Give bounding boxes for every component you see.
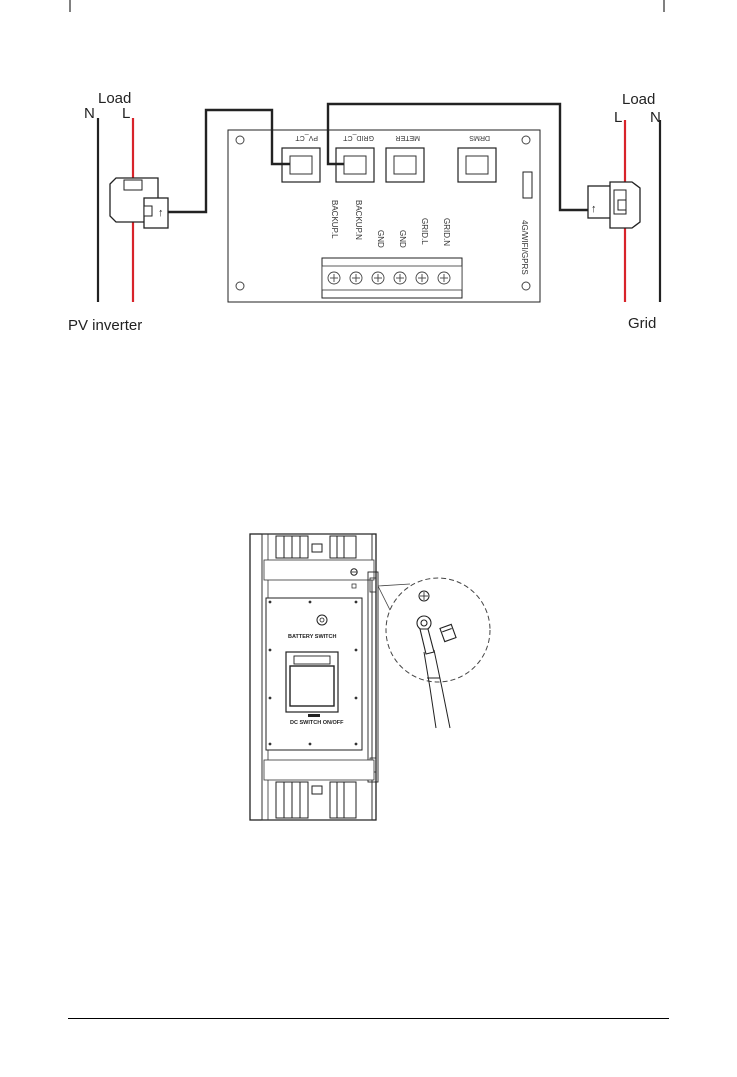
module-label: 4G/WIFI/GPRS — [520, 220, 529, 275]
ground-screw-icon — [419, 591, 429, 601]
terminal-block — [322, 258, 462, 298]
port-drms — [458, 148, 496, 182]
module-slot — [523, 172, 532, 198]
battery-ground-diagram: BATTERY SWITCH DC SWITCH ON/OFF — [240, 528, 500, 828]
right-l-label: L — [614, 109, 622, 126]
terminal-label-1: BACKUP.L — [330, 200, 339, 239]
port-label-meter: METER — [396, 134, 421, 141]
footer-rule — [68, 1018, 669, 1019]
dc-switch-label: DC SWITCH ON/OFF — [290, 720, 344, 726]
port-label-pv-ct: PV_CT — [295, 134, 318, 141]
svg-text:↑: ↑ — [591, 203, 597, 215]
right-load-label: Load — [622, 91, 655, 108]
left-l-label: L — [122, 105, 130, 122]
left-source-label: PV inverter — [68, 317, 142, 334]
terminal-label-3: GND — [376, 230, 385, 248]
right-ct-clamp: ↑ — [588, 182, 640, 228]
wiring-diagram: Load N L ↑ Load L N ↑ — [60, 80, 680, 340]
terminal-label-2: BACKUP.N — [354, 200, 363, 240]
port-label-drms: DRMS — [469, 134, 490, 141]
ground-detail-circle — [386, 578, 490, 682]
dc-switch — [286, 652, 338, 717]
battery-panel: BATTERY SWITCH DC SWITCH ON/OFF — [266, 598, 362, 750]
right-source-label: Grid — [628, 315, 656, 332]
terminal-label-6: GRID.N — [442, 218, 451, 246]
crop-mark-top-left — [60, 0, 74, 14]
terminal-label-5: GRID.L — [420, 218, 429, 245]
port-meter — [386, 148, 424, 182]
left-ct-clamp: ↑ — [110, 178, 168, 228]
terminal-label-4: GND — [398, 230, 407, 248]
battery-switch-label: BATTERY SWITCH — [288, 634, 337, 640]
left-n-label: N — [84, 105, 95, 122]
communication-board: PV_CT GRID_CT METER DRMS 4G/WIFI/GPRS BA… — [228, 130, 540, 302]
port-label-grid-ct: GRID_CT — [343, 134, 374, 141]
svg-text:↑: ↑ — [158, 207, 164, 219]
crop-mark-top-right — [660, 0, 674, 14]
